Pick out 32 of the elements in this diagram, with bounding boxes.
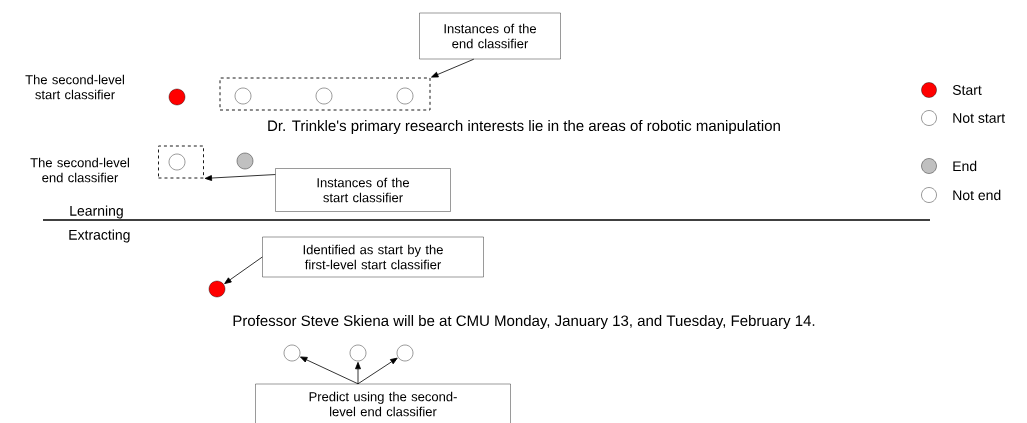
legend-label: Not start	[953, 113, 1005, 123]
token-circle	[283, 344, 301, 362]
arrow	[224, 256, 263, 284]
arrow	[357, 357, 398, 385]
dashed-group-box	[158, 145, 204, 179]
sentence-text: Professor Steve Skiena will be at CMU Monday, January 13, and Tuesday, February 14.	[233, 315, 815, 329]
dashed-group-box	[219, 77, 431, 111]
legend-label: End	[953, 160, 977, 172]
token-circle	[236, 152, 254, 170]
legend-label: Start	[952, 85, 982, 95]
callout-box: Identified as start by the first-level start classifier	[262, 236, 484, 278]
callout-box: Instances of the end classifier	[419, 12, 561, 60]
section-label: Learning	[70, 205, 123, 219]
token-circle	[168, 88, 186, 106]
legend-label: Not end	[953, 189, 1001, 201]
arrow	[431, 58, 475, 78]
section-label: Extracting	[69, 229, 130, 243]
token-circle	[396, 87, 414, 105]
arrow	[355, 361, 361, 385]
token-circle	[349, 344, 367, 362]
arrow	[204, 174, 276, 181]
token-circle	[315, 87, 333, 105]
callout-box: Instances of the start classifier	[275, 168, 451, 212]
side-label: The second-level start classifier	[25, 74, 124, 100]
side-label: The second-level end classifier	[30, 157, 129, 183]
sentence-text: Dr. Trinkle's primary research interests lie in the areas of robotic manipulation	[268, 120, 780, 134]
token-circle	[168, 153, 186, 171]
token-circle	[208, 280, 226, 298]
token-circle	[396, 344, 414, 362]
arrow	[300, 356, 359, 385]
callout-box: Predict using the second-level end classifier	[255, 383, 511, 423]
token-circle	[234, 87, 252, 105]
